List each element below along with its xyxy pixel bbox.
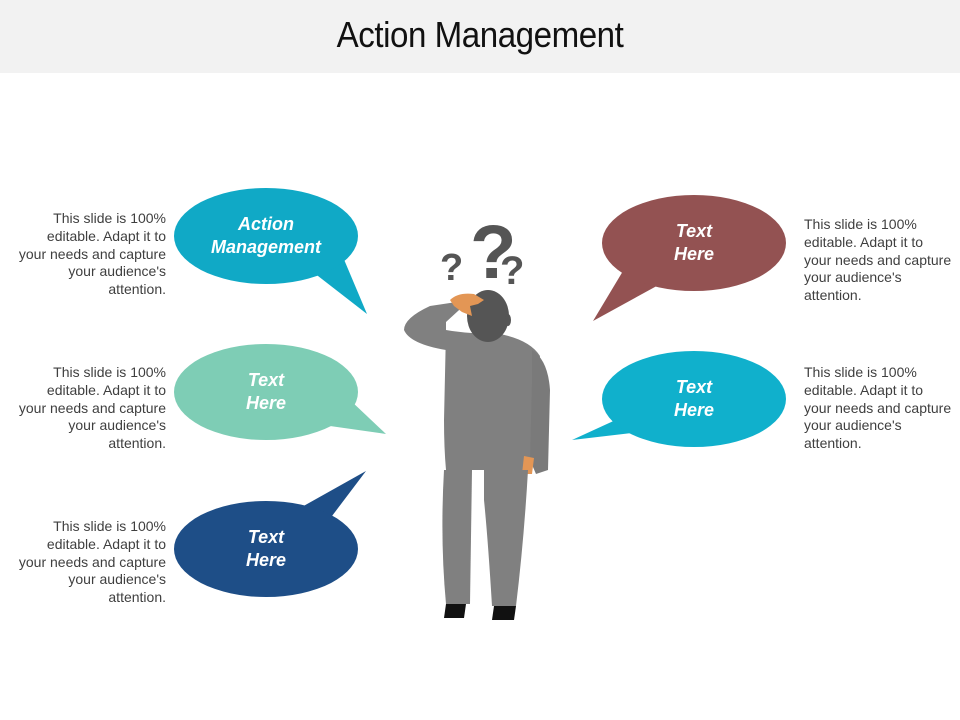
description-top-left: This slide is 100% editable. Adapt it to…: [18, 210, 166, 298]
speech-bubble-middle-right[interactable]: [572, 351, 786, 447]
bubble-line: Here: [245, 393, 287, 413]
description-top-right: This slide is 100% editable. Adapt it to…: [804, 216, 952, 304]
bubble-label-middle-right: Text Here: [614, 376, 774, 422]
speech-bubble-middle-left[interactable]: [174, 344, 386, 440]
bubble-line: Here: [673, 400, 715, 420]
speech-bubble-top-left[interactable]: [174, 188, 367, 314]
bubble-line: Text: [247, 370, 285, 390]
bubble-line: Text: [247, 527, 285, 547]
description-middle-left: This slide is 100% editable. Adapt it to…: [18, 364, 166, 452]
bubble-line: Text: [675, 377, 713, 397]
bubble-line: Here: [245, 550, 287, 570]
speech-bubble-top-right[interactable]: [593, 195, 786, 321]
question-marks-icon: ? ? ?: [440, 210, 524, 295]
svg-text:?: ?: [500, 249, 524, 293]
bubble-label-middle-left: Text Here: [186, 369, 346, 415]
bubble-line: Here: [673, 244, 715, 264]
svg-text:?: ?: [440, 247, 463, 289]
bubble-label-top-right: Text Here: [614, 220, 774, 266]
slide-title: Action Management: [336, 14, 624, 55]
bubble-label-top-left: Action Management: [186, 213, 346, 259]
bubble-line: Management: [210, 237, 322, 257]
bubble-line: Text: [675, 221, 713, 241]
confused-man-icon: [404, 290, 550, 620]
bubble-line: Action: [238, 214, 294, 234]
speech-bubble-bottom-left[interactable]: [174, 471, 366, 597]
description-middle-right: This slide is 100% editable. Adapt it to…: [804, 364, 952, 452]
svg-text:?: ?: [470, 210, 516, 295]
title-bar: [0, 0, 960, 73]
description-bottom-left: This slide is 100% editable. Adapt it to…: [18, 518, 166, 606]
bubble-label-bottom-left: Text Here: [186, 526, 346, 572]
